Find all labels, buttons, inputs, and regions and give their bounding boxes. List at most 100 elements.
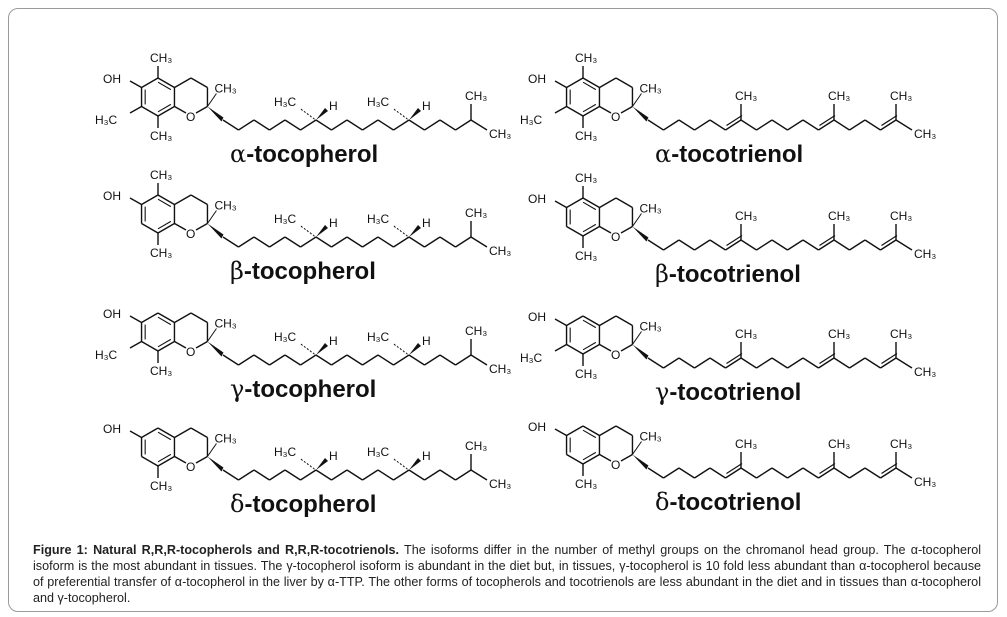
terminal-methyl-label: CH₃ <box>489 127 511 141</box>
bond <box>819 234 836 247</box>
methyl-5-label: CH₃ <box>575 51 597 65</box>
bond <box>726 114 743 127</box>
molecule-name: δ-tocotrienol <box>655 488 801 516</box>
figure-caption: Figure 1: Natural R,R,R-tocopherols and … <box>33 542 981 606</box>
bond <box>393 469 410 481</box>
methyl-2-label: CH₃ <box>214 82 236 96</box>
bond <box>895 239 913 251</box>
bond <box>141 105 159 117</box>
wedge-bond <box>409 108 421 120</box>
bond <box>157 198 172 208</box>
bond <box>582 453 600 465</box>
wedge-bond <box>409 343 421 355</box>
terminal-methyl-label: CH₃ <box>914 365 936 379</box>
bond <box>284 354 301 366</box>
bond <box>740 119 757 131</box>
wedge-bond <box>409 458 421 470</box>
molecule-name: α-tocotrienol <box>655 140 803 168</box>
bond <box>424 236 441 248</box>
bond <box>881 352 898 365</box>
bond <box>190 312 208 324</box>
bond <box>582 319 597 329</box>
methyl-5-label: CH₃ <box>150 51 172 65</box>
bond <box>709 239 726 251</box>
terminal-methyl-label: CH₃ <box>465 439 487 453</box>
bond <box>620 225 633 234</box>
bond <box>393 343 396 346</box>
bond <box>849 119 866 131</box>
bond <box>141 312 159 324</box>
bond <box>632 213 642 227</box>
hydroxyl-label: OH <box>103 189 121 203</box>
bond <box>647 119 664 131</box>
bond <box>620 343 633 352</box>
bond <box>253 469 270 481</box>
bond <box>141 427 159 439</box>
bond <box>306 230 309 233</box>
bond <box>632 441 642 455</box>
bond <box>195 455 208 464</box>
bond <box>725 239 742 251</box>
methyl-2-label: CH₃ <box>639 430 661 444</box>
bond <box>331 354 348 366</box>
bond <box>726 234 743 247</box>
bond <box>157 220 172 230</box>
bond <box>362 119 379 131</box>
methyl-7-label: H₃C <box>520 113 543 127</box>
bond <box>399 463 402 466</box>
bond <box>309 115 312 118</box>
bond <box>399 348 402 351</box>
greek-prefix: γ <box>230 375 244 403</box>
bond <box>554 105 567 114</box>
bond <box>582 223 597 233</box>
bond <box>300 469 317 481</box>
bond <box>269 354 286 366</box>
bond <box>174 340 187 349</box>
bond <box>284 469 301 481</box>
bond <box>408 236 425 248</box>
bond <box>129 80 142 89</box>
bond <box>253 119 270 131</box>
bond <box>726 352 743 365</box>
methyl-8-label: CH₃ <box>150 129 172 143</box>
bond <box>393 108 396 111</box>
wedge-bond <box>316 458 328 470</box>
bond <box>833 239 850 251</box>
bond <box>470 354 488 366</box>
greek-prefix: γ <box>655 378 669 406</box>
molecule-suffix: -tocotrienol <box>671 141 803 168</box>
bond <box>129 340 142 349</box>
chiral-methyl-label: H₃C <box>367 212 390 226</box>
bond <box>881 114 898 127</box>
hydroxyl-label: OH <box>528 310 546 324</box>
bond <box>554 200 567 209</box>
methyl-2-label: CH₃ <box>639 82 661 96</box>
bond <box>802 357 819 369</box>
bond <box>455 236 472 248</box>
bond <box>582 315 600 327</box>
bond <box>377 469 394 481</box>
terminal-methyl-label: CH₃ <box>890 89 912 103</box>
bond <box>787 467 804 479</box>
bond <box>393 354 410 366</box>
bond <box>284 236 301 248</box>
methyl-8-label: CH₃ <box>150 364 172 378</box>
bond <box>300 119 317 131</box>
oxygen-label: O <box>611 458 620 472</box>
bond <box>284 119 301 131</box>
bond <box>709 357 726 369</box>
bond <box>207 210 217 224</box>
bond <box>424 469 441 481</box>
methyl-8-label: CH₃ <box>150 246 172 260</box>
bond <box>396 110 399 114</box>
bond <box>405 234 408 237</box>
bond <box>740 239 757 251</box>
bond <box>303 110 306 114</box>
methyl-7-label: H₃C <box>520 351 543 365</box>
methyl-2-label: CH₃ <box>214 432 236 446</box>
chiral-methyl-label: H₃C <box>274 212 297 226</box>
bond <box>346 469 363 481</box>
